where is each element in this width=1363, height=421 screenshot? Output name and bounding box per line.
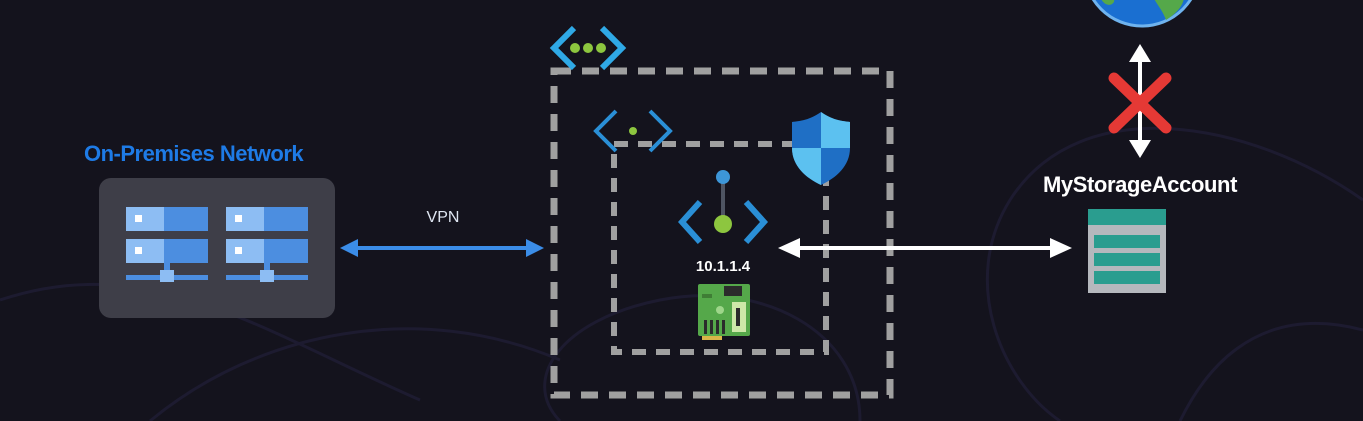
- globe-icon: [1080, 0, 1204, 38]
- shield-icon: [790, 110, 852, 186]
- virtual-network-icon: [548, 24, 628, 72]
- blocked-x-icon: [1108, 72, 1172, 134]
- on-premises-network-label: On-Premises Network: [84, 141, 304, 166]
- private-endpoint-ip: 10.1.1.4: [695, 258, 751, 275]
- vpn-connection-arrow[interactable]: [338, 236, 546, 260]
- storage-account-icon[interactable]: [1088, 209, 1166, 293]
- virtual-network-boundary: [550, 67, 894, 399]
- subnet-icon: [592, 107, 674, 155]
- private-link-arrow[interactable]: [776, 235, 1074, 261]
- vpn-label: VPN: [426, 209, 460, 226]
- private-endpoint-icon[interactable]: [678, 168, 768, 252]
- server-rack-icon: [126, 207, 308, 287]
- storage-account-label: MyStorageAccount: [1042, 172, 1238, 197]
- network-interface-icon: [698, 284, 750, 340]
